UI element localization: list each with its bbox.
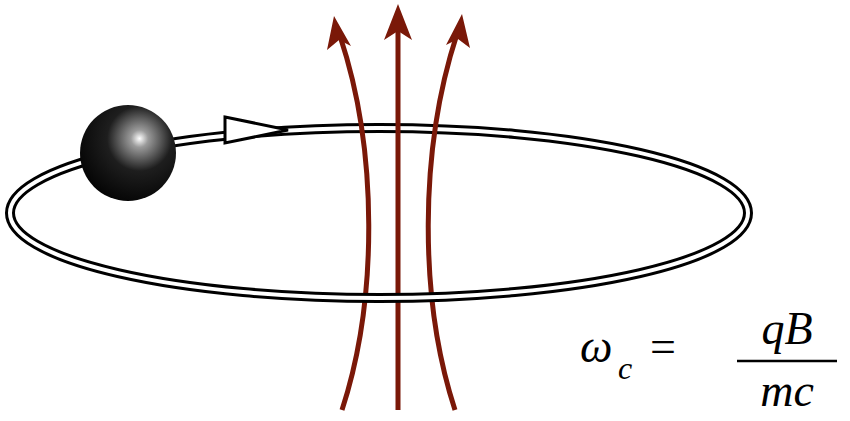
- orbit-front: [10, 213, 748, 298]
- field-line: [396, 30, 401, 410]
- formula-numerator: qB: [761, 306, 812, 352]
- field-arrowheads: [327, 4, 470, 50]
- formula-denominator: mc: [760, 368, 814, 414]
- orbit-inner: [10, 213, 748, 298]
- field-line: [340, 36, 369, 410]
- orbit-direction-arrow: [225, 117, 288, 143]
- field-arrowhead: [384, 4, 412, 40]
- field-arrowhead: [446, 14, 470, 48]
- formula-subscript: c: [618, 352, 632, 384]
- charged-particle: [80, 105, 176, 201]
- field-arrowhead: [327, 16, 351, 50]
- field-line: [428, 34, 457, 410]
- formula-operator: =: [650, 324, 676, 370]
- orbit-outline: [10, 213, 748, 298]
- formula-symbol: ω: [580, 324, 612, 370]
- field-lines: [340, 30, 457, 410]
- fraction-bar: [737, 360, 837, 363]
